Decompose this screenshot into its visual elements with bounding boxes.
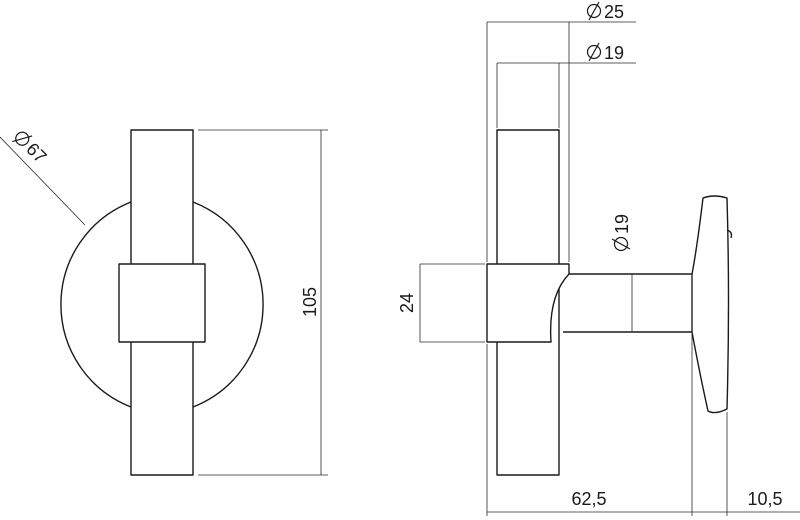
diameter-symbol-icon (15, 131, 30, 146)
projection-length-label: 62,5 (571, 489, 606, 509)
svg-text:25: 25 (604, 2, 624, 22)
shaft-diameter-label: 19 (611, 214, 632, 252)
front-view: 67 105 (0, 129, 328, 476)
side-rosette-nub (726, 229, 733, 239)
diameter-symbol-icon (586, 3, 602, 19)
side-view: 25 19 19 24 62,5 10,5 (397, 1, 800, 516)
d25-label: 25 (586, 1, 624, 22)
side-shaft (563, 273, 693, 333)
rosette-thickness-label: 10,5 (747, 489, 782, 509)
side-handle-hub (486, 263, 570, 343)
svg-text:19: 19 (612, 214, 632, 234)
d19-label: 19 (586, 42, 624, 63)
hub-height-label: 24 (397, 293, 417, 313)
rosette-outline (60, 201, 132, 408)
height-label: 105 (300, 287, 320, 317)
side-rosette (691, 195, 730, 414)
svg-text:19: 19 (604, 43, 624, 63)
rosette-diameter-label: 67 (12, 131, 51, 167)
diameter-symbol-icon (586, 44, 602, 60)
handle-hub (118, 263, 206, 343)
rosette-diameter-leader (0, 136, 86, 226)
rosette-outline-right (192, 201, 264, 408)
diameter-symbol-icon (613, 236, 629, 252)
